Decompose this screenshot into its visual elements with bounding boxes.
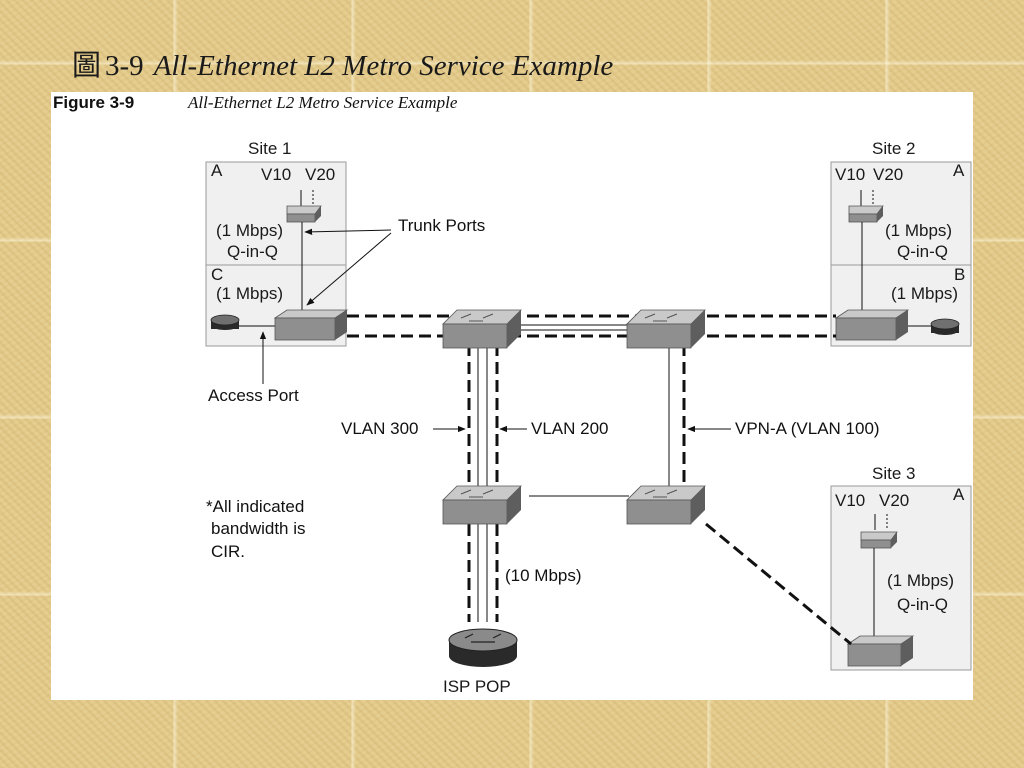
site-2-encap: Q-in-Q [897,242,948,261]
site-1-encap: Q-in-Q [227,242,278,261]
site-3-edge-switch [846,635,915,667]
site-1-bw-c: (1 Mbps) [216,284,283,303]
figure-label: Figure 3-9 [53,93,134,112]
site-2-zone-b: B [954,265,965,284]
network-diagram: Figure 3-9 All-Ethernet L2 Metro Service… [51,92,973,700]
vlan-300-label: VLAN 300 [341,419,419,438]
core-switch-left [442,309,522,349]
title-prefix: 圖 [72,50,102,82]
site-1-vlan-switch [286,190,322,223]
site-2-zone-a: A [953,161,965,180]
site-2-vlan-a: V10 [835,165,865,184]
site-3-vlan-a: V10 [835,491,865,510]
site-2-bw-a: (1 Mbps) [885,221,952,240]
site-2-edge-switch [834,309,910,341]
vlan-200-label: VLAN 200 [531,419,609,438]
site-3-encap: Q-in-Q [897,595,948,614]
site-3-name: Site 3 [872,464,915,483]
trunk-ports-label: Trunk Ports [398,216,485,235]
site-1-zone-a: A [211,161,223,180]
aggregation-switch-left [442,485,522,525]
site-3: Site 3 A V10 V20 (1 Mbps) Q-in-Q [830,464,972,671]
aggregation-switch-right [626,485,706,525]
title-text: All-Ethernet L2 Metro Service Example [153,50,614,82]
note-line-1: *All indicated [206,497,304,516]
core-switch-right [626,309,706,349]
site-1: Site 1 A V10 V20 (1 Mbps) Q-in-Q C (1 Mb… [205,139,349,347]
site-1-edge-switch [273,309,349,341]
site-1-router [210,314,240,330]
access-port-label: Access Port [208,386,299,405]
title-number: 3-9 [105,50,144,82]
site-3-vlan-switch [860,514,898,549]
site-3-zone-a: A [953,485,965,504]
isp-bandwidth-label: (10 Mbps) [505,566,582,585]
site-3-vlan-b: V20 [879,491,909,510]
site-2-router [930,318,960,335]
site-2-name: Site 2 [872,139,915,158]
site-1-name: Site 1 [248,139,291,158]
site-2-vlan-switch [848,190,884,223]
isp-pop-label: ISP POP [443,677,511,696]
note-line-3: CIR. [211,542,245,561]
site-1-bw-a: (1 Mbps) [216,221,283,240]
site-3-link [705,522,852,646]
figure-caption: All-Ethernet L2 Metro Service Example [187,93,458,112]
note-line-2: bandwidth is [211,519,306,538]
site-2-bw-b: (1 Mbps) [891,284,958,303]
site-1-vlan-a: V10 [261,165,291,184]
site-2: Site 2 A V10 V20 (1 Mbps) Q-in-Q B (1 Mb… [830,139,972,347]
site-1-vlan-b: V20 [305,165,335,184]
site-1-zone-c: C [211,265,223,284]
site-2-vlan-b: V20 [873,165,903,184]
site-3-bw-a: (1 Mbps) [887,571,954,590]
vpn-a-label: VPN-A (VLAN 100) [735,419,880,438]
isp-pop-router [448,628,518,667]
